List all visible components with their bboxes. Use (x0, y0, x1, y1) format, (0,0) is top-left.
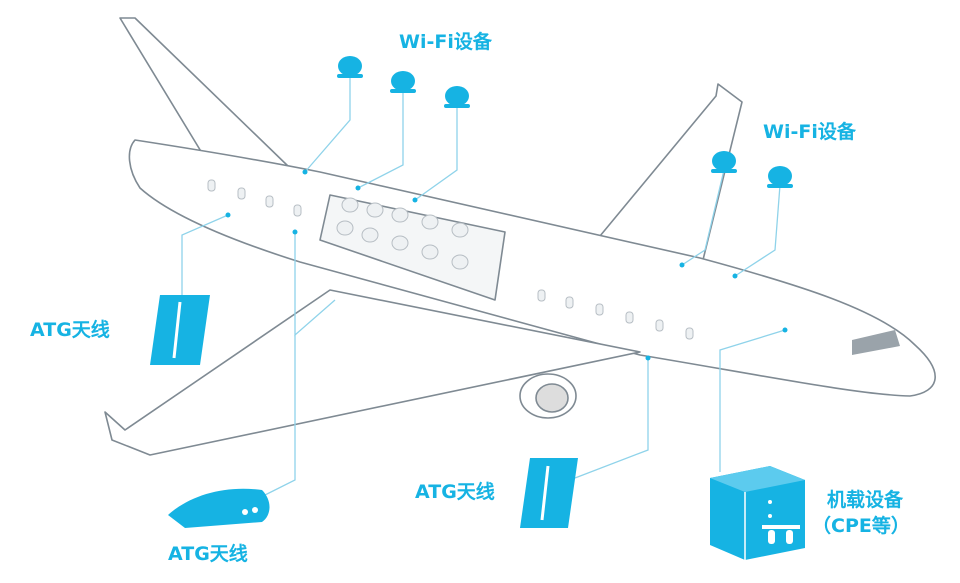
wifi-device-icon (444, 86, 470, 108)
connection-lines (181, 75, 786, 496)
wifi-label-right: Wi-Fi设备 (763, 121, 856, 143)
wifi-device-icon (711, 151, 737, 173)
atg-antenna-icon (168, 488, 270, 528)
atg-label-left: ATG天线 (30, 319, 110, 341)
cabin-cutaway (319, 194, 506, 301)
cpe-label-line1: 机载设备 (827, 489, 904, 511)
atg-antenna-icon (150, 295, 210, 365)
atg-label-bottom-left: ATG天线 (168, 543, 248, 565)
atg-antenna-icon (520, 458, 578, 528)
cpe-label-line2: （CPE等） (812, 515, 910, 537)
wifi-device-icon (767, 166, 793, 188)
wifi-devices (225, 56, 793, 361)
cockpit-window (852, 330, 900, 355)
atg-antennas (150, 295, 578, 528)
atg-label-bottom-mid: ATG天线 (415, 481, 495, 503)
near-wing (104, 289, 641, 456)
cpe-device-icon (710, 466, 805, 560)
wifi-label-top: Wi-Fi设备 (399, 31, 492, 53)
wifi-device-icon (390, 71, 416, 93)
wifi-device-icon (337, 56, 363, 78)
